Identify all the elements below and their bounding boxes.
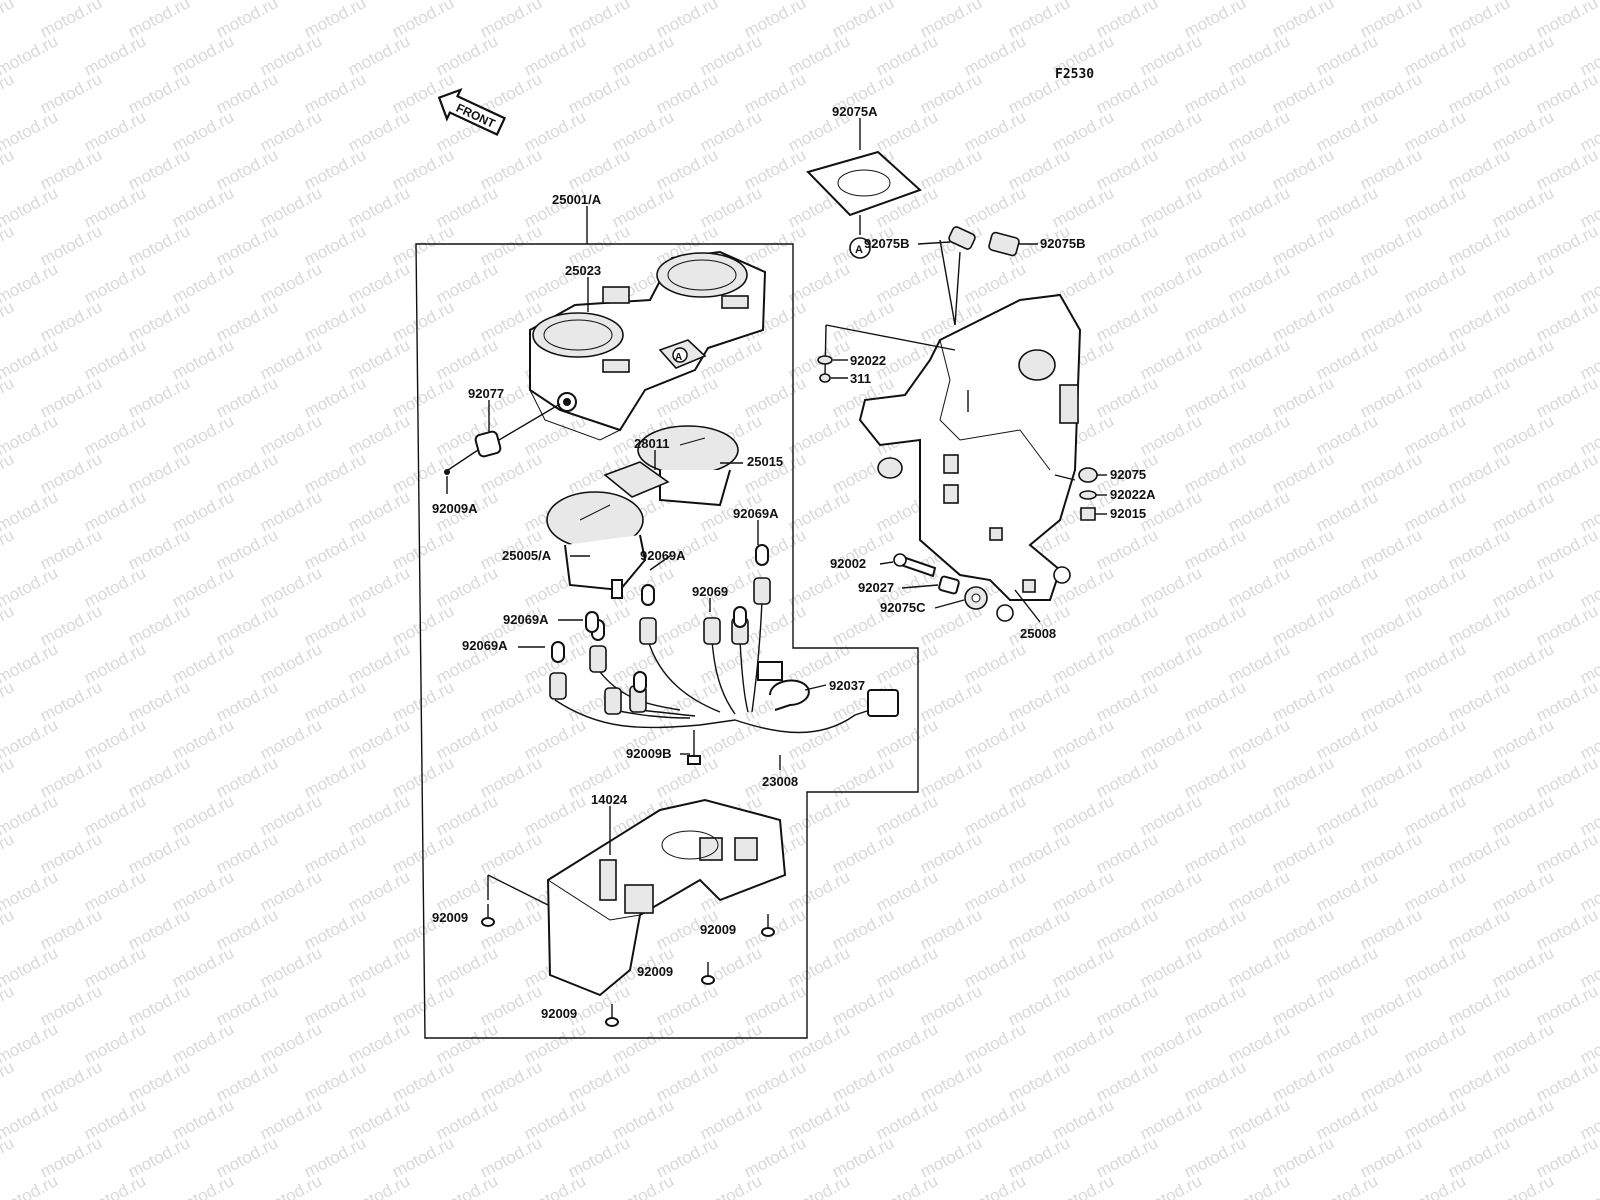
bulb-socket	[703, 617, 721, 645]
figure-code: F2530	[1055, 67, 1094, 82]
watermark-text: motod.ru	[169, 1171, 237, 1200]
bulb	[641, 584, 655, 606]
part-label: 28011	[634, 436, 669, 451]
bulb	[551, 641, 565, 663]
bulb	[585, 611, 599, 633]
part-label: 92022A	[1110, 487, 1156, 502]
watermark-text: motod.ru	[1049, 1171, 1117, 1200]
part-label: 92009B	[626, 746, 672, 761]
part-label: 92015	[1110, 506, 1146, 521]
part-label: 92009A	[432, 501, 478, 516]
watermark-text: motod.ru	[0, 1171, 61, 1200]
screw-head	[761, 927, 775, 937]
harness-clamp	[769, 679, 810, 711]
watermark-text: motod.ru	[961, 1171, 1029, 1200]
bulb	[733, 606, 747, 628]
watermark-text: motod.ru	[81, 1171, 149, 1200]
watermark-text: motod.ru	[0, 905, 17, 953]
part-label: 23008	[762, 774, 798, 789]
watermark-text: motod.ru	[0, 373, 17, 421]
watermark-text: motod.ru	[0, 297, 17, 345]
part-label: 92075A	[832, 104, 878, 119]
part-label: 92027	[858, 580, 894, 595]
part-label: 92069A	[640, 548, 686, 563]
watermark-text: motod.ru	[1137, 1171, 1205, 1200]
screw-head	[701, 975, 715, 985]
part-label: 92009	[432, 910, 468, 925]
watermark-text: motod.ru	[873, 1171, 941, 1200]
meter-bracket	[858, 293, 1082, 622]
watermark-text: motod.ru	[0, 601, 17, 649]
part-label: 311	[850, 371, 871, 386]
watermark-text: motod.ru	[609, 1171, 677, 1200]
bulb-socket	[604, 687, 622, 715]
watermark-text: motod.ru	[1489, 1171, 1557, 1200]
meter-case-ref-marker: A	[675, 352, 682, 363]
bulb-socket	[753, 577, 771, 605]
part-label: 92075C	[880, 600, 926, 615]
watermark-text: motod.ru	[0, 0, 17, 42]
watermark-text: motod.ru	[0, 981, 17, 1029]
part-label: 92069A	[733, 506, 779, 521]
watermark-text: motod.ru	[0, 753, 17, 801]
watermark-text: motod.ru	[433, 1171, 501, 1200]
watermark-text: motod.ru	[0, 829, 17, 877]
part-label: 92075	[1110, 467, 1146, 482]
part-label: 92069	[692, 584, 728, 599]
part-label: 92009	[541, 1006, 577, 1021]
watermark-text: motod.ru	[0, 525, 17, 573]
part-label: 25008	[1020, 626, 1056, 641]
part-label: 25015	[747, 454, 783, 469]
part-label: 92075B	[1040, 236, 1086, 251]
watermark-text: motod.ru	[1225, 1171, 1293, 1200]
watermark-text: motod.ru	[0, 449, 17, 497]
watermark-text: motod.ru	[0, 69, 17, 117]
part-label: 25023	[565, 263, 601, 278]
part-label: 92009	[700, 922, 736, 937]
part-label: 92009	[637, 964, 673, 979]
part-label: 92002	[830, 556, 866, 571]
watermark-text: motod.ru	[1401, 1171, 1469, 1200]
part-label: 92077	[468, 386, 504, 401]
part-label: 92022	[850, 353, 886, 368]
grommet-ref-marker: A	[855, 244, 863, 256]
watermark-text: motod.ru	[0, 1057, 17, 1105]
watermark-text: motod.ru	[0, 221, 17, 269]
watermark-text: motod.ru	[1577, 1171, 1600, 1200]
bulb-socket	[639, 617, 657, 645]
screw-head	[481, 917, 495, 927]
watermark-text: motod.ru	[1577, 0, 1600, 4]
watermark-text: motod.ru	[0, 145, 17, 193]
watermark-text: motod.ru	[521, 1171, 589, 1200]
watermark-text: motod.ru	[257, 1171, 325, 1200]
watermark-text: motod.ru	[1313, 1171, 1381, 1200]
part-label: 92069A	[503, 612, 549, 627]
watermark-text: motod.ru	[0, 1133, 17, 1181]
watermark-text: motod.ru	[0, 677, 17, 725]
part-label: 92037	[829, 678, 865, 693]
part-label: 25005/A	[502, 548, 552, 563]
part-label: 25001/A	[552, 192, 602, 207]
part-label: 92069A	[462, 638, 508, 653]
part-label: 92075B	[864, 236, 910, 251]
watermark-text: motod.ru	[785, 1171, 853, 1200]
bulb	[633, 671, 647, 693]
bulb-socket	[549, 672, 567, 700]
bulb	[755, 544, 769, 566]
screw-head	[605, 1017, 619, 1027]
part-label: 14024	[591, 792, 628, 807]
watermark-text: motod.ru	[697, 1171, 765, 1200]
bulb-socket	[589, 645, 607, 673]
watermark-text: motod.ru	[345, 1171, 413, 1200]
